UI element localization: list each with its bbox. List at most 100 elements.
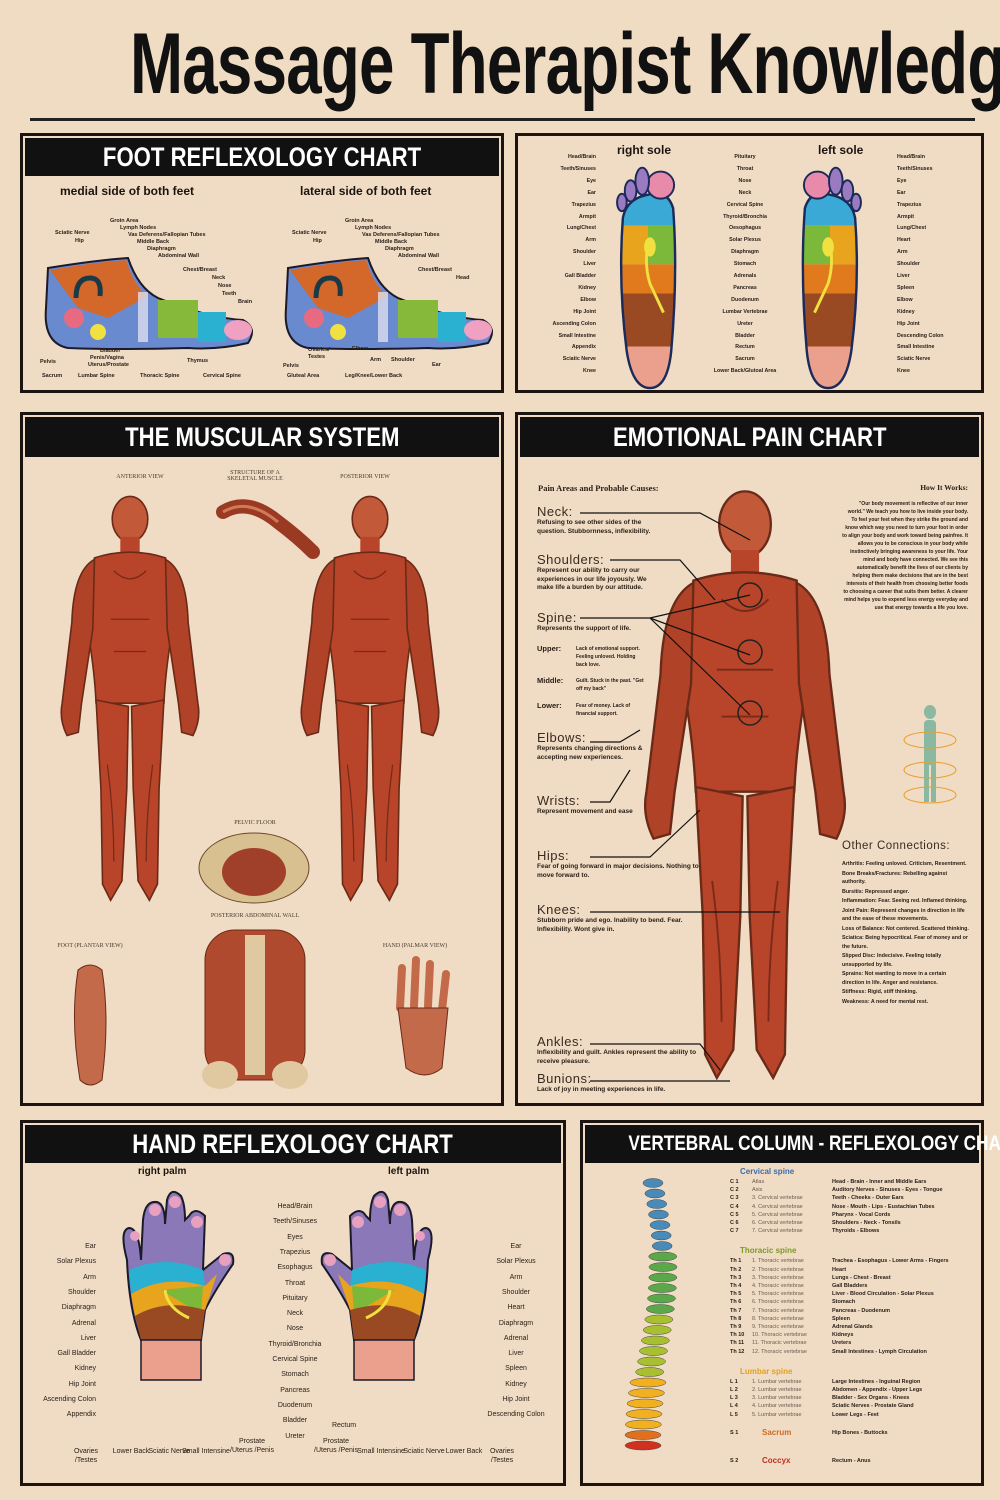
- vertebra: [646, 1304, 675, 1314]
- vertebra: [625, 1419, 662, 1430]
- vertebra-code: Th 11: [730, 1340, 745, 1347]
- lateral-foot-label: Arm: [370, 357, 382, 363]
- right-palm-label: Adrenal: [71, 1319, 96, 1327]
- medial-foot-label: Chest/Breast: [183, 267, 217, 273]
- vertebra-organs: Bladder - Sex Organs - Knees: [832, 1395, 910, 1402]
- medial-foot-label: Sciatic Nerve: [55, 230, 90, 236]
- spine-illustration: [624, 1178, 678, 1451]
- left-palm-bottom-label: Sciatic Nerve: [403, 1448, 445, 1455]
- plantar-foot-illustration: [73, 964, 107, 1086]
- center-sole-label: Stomach: [733, 261, 757, 268]
- medial-foot-label: Thymus: [187, 358, 209, 364]
- right-palm-label: Ascending Colon: [43, 1396, 96, 1403]
- right-sole-label: Gall Bladder: [564, 273, 596, 279]
- vertebra-organs: Small Intestines - Lymph Circulation: [832, 1348, 927, 1355]
- right-palm-label: Hip Joint: [68, 1380, 96, 1388]
- right-palm-label: Solar Plexus: [56, 1258, 96, 1266]
- vertebra: [650, 1230, 672, 1241]
- right-palm-label: Diaphragm: [61, 1304, 96, 1312]
- vertebra-name: 3. Thoracic vertebrae: [752, 1274, 804, 1281]
- medial-foot-label: Bladder: [100, 348, 121, 354]
- right-sole-label: Elbow: [580, 296, 596, 303]
- right-sole-label: Liver: [583, 261, 596, 268]
- center-sole-label: Rectum: [735, 344, 755, 351]
- pain-area-description: Inflexibility and guilt. Ankles represen…: [537, 1049, 697, 1065]
- left-palm-label: Heart: [507, 1304, 525, 1312]
- left-palm-label: Solar Plexus: [496, 1258, 536, 1266]
- right-sole-label: Ascending Colon: [552, 320, 596, 327]
- right-sole-label: Appendix: [571, 344, 596, 351]
- center-sole-label: Cervical Spine: [726, 201, 764, 208]
- left-sole-label: Eye: [897, 177, 907, 184]
- vertebra-code: Th 3: [730, 1274, 742, 1281]
- lateral-foot-label: Middle Back: [375, 239, 408, 245]
- left-sole-label: Armpit: [897, 213, 915, 220]
- vertebra-organs: Nose - Mouth - Lips - Eustachian Tubes: [832, 1203, 935, 1210]
- hand-reflexology-title: HAND REFLEXOLOGY CHART: [132, 1129, 454, 1159]
- vertebra-name: 6. Cervical vertebrae: [752, 1220, 803, 1226]
- other-connection-item: Slipped Disc: Indecisive. Feeling totall…: [842, 953, 942, 968]
- vertebra-code: Th 5: [730, 1291, 742, 1298]
- vertebra-name: 4. Cervical vertebrae: [752, 1203, 803, 1210]
- right-sole-label: Armpit: [578, 213, 596, 220]
- vertebra-name: 3. Cervical vertebrae: [752, 1195, 803, 1202]
- center-sole-label: Adrenals: [733, 273, 757, 279]
- right-sole-label: Hip Joint: [573, 308, 596, 315]
- spine-sub-description: Fear of money. Lack of financial support…: [576, 703, 631, 717]
- vertebra-code: Th 6: [730, 1299, 742, 1306]
- pain-area-ankles: Ankles:: [537, 1034, 584, 1049]
- center-sole-label: Diaphragm: [731, 249, 759, 256]
- medial-foot-illustration: [38, 248, 258, 358]
- right-palm-bottom-label: Ovaries /Testes: [73, 1448, 99, 1464]
- caption-posterior-abdominal-wall: POSTERIOR ABDOMINAL WALL: [210, 913, 300, 919]
- left-sole-label: Elbow: [897, 296, 913, 303]
- vertebra: [649, 1220, 671, 1230]
- vertebra-name: 7. Cervical vertebrae: [752, 1228, 803, 1235]
- vertebra-organs: Sciatic Nerves - Prostate Gland: [832, 1403, 914, 1410]
- energy-figure-icon: [903, 705, 957, 804]
- palmar-hand-illustration: [396, 956, 450, 1076]
- pain-areas-intro: Pain Areas and Probable Causes:: [538, 483, 659, 493]
- other-connection-item: Weakness: A need for mental rest.: [842, 998, 929, 1005]
- vertebra: [624, 1430, 662, 1440]
- right-palm-illustration: [105, 1190, 245, 1390]
- pain-area-description: Represent movement and ease: [537, 808, 633, 815]
- right-sole-label: Small Intestine: [558, 332, 596, 339]
- vertebra-name: 4. Thoracic vertebrae: [752, 1283, 804, 1289]
- caption-pelvic-floor: PELVIC FLOOR: [234, 820, 276, 826]
- vertebra: [648, 1283, 677, 1293]
- pain-area-description: Stubborn pride and ego. Inability to ben…: [537, 917, 683, 933]
- left-palm-label: Liver: [508, 1350, 524, 1358]
- caption-foot-plantar-view: FOOT (PLANTAR VIEW): [57, 943, 123, 949]
- vertebra-name: 5. Lumbar vertebrae: [752, 1411, 802, 1418]
- vertebra-organs: Pharynx - Vocal Cords: [832, 1211, 891, 1218]
- left-palm-label: Ear: [510, 1243, 522, 1250]
- left-sole-label: Sciatic Nerve: [897, 356, 931, 363]
- vertebra: [642, 1178, 664, 1188]
- muscular-system-header: THE MUSCULAR SYSTEM: [25, 417, 499, 457]
- vertebra-organs: Spleen: [832, 1315, 851, 1322]
- vertebra: [648, 1209, 669, 1220]
- other-connection-item: Joint Pain: Represent changes in directi…: [842, 907, 965, 923]
- center-palm-label: Head/Brain: [277, 1203, 313, 1210]
- left-palm-bottom-label: Rectum: [331, 1422, 357, 1429]
- hand-reflexology-header: HAND REFLEXOLOGY CHART: [25, 1125, 561, 1163]
- vertebra: [628, 1388, 665, 1398]
- center-sole-label: Throat: [736, 165, 754, 172]
- center-palm-label: Pituitary: [282, 1294, 308, 1302]
- vertebra: [637, 1356, 666, 1367]
- right-palm-title: right palm: [138, 1166, 187, 1177]
- left-sole-label: Small Intestine: [897, 344, 935, 351]
- medial-foot-label: Lumbar Spine: [78, 373, 115, 379]
- left-sole-illustration: [790, 158, 870, 390]
- vertebra-code: L 4: [730, 1403, 738, 1410]
- right-sole-label: Sciatic Nerve: [562, 356, 596, 363]
- vertebra-name: 4. Lumbar vertebrae: [752, 1403, 802, 1410]
- lateral-foot-label: Diaphragm: [385, 246, 414, 252]
- left-palm-bottom-label: Ovaries /Testes: [489, 1448, 515, 1464]
- vertebra-code: Th 12: [730, 1348, 745, 1355]
- medial-foot-label: Sacrum: [42, 373, 63, 379]
- pain-area-description: Lack of joy in meeting experiences in li…: [537, 1086, 666, 1093]
- left-sole-label: Ear: [897, 189, 906, 196]
- emotional-pain-header: EMOTIONAL PAIN CHART: [520, 417, 979, 457]
